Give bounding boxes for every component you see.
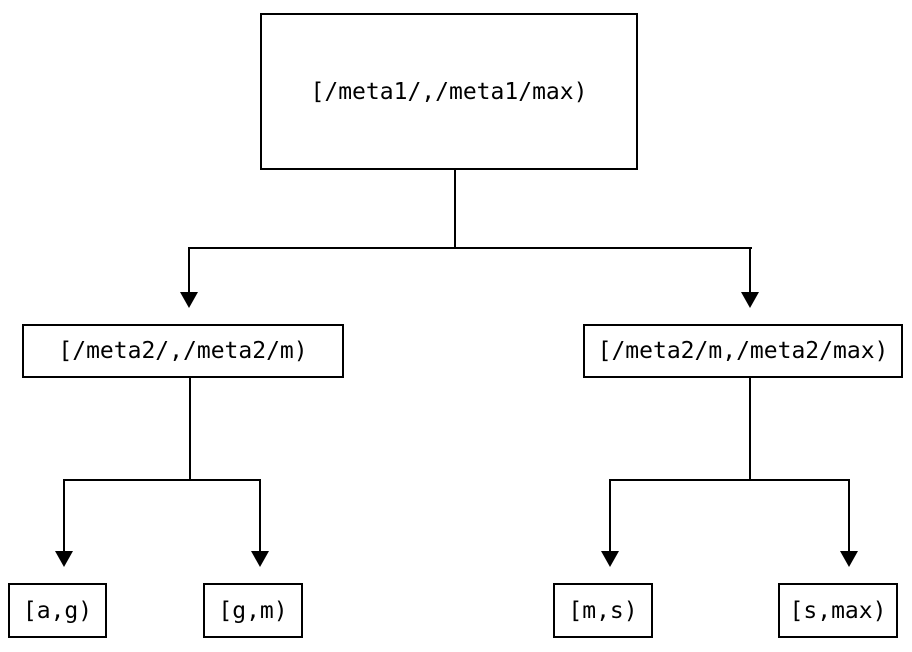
node-meta2-upper-range: [/meta2/m,/meta2/max) bbox=[583, 324, 903, 378]
edge-to-leaf-a-g bbox=[63, 479, 65, 552]
arrow-down-icon bbox=[180, 292, 198, 308]
arrow-down-icon bbox=[55, 551, 73, 567]
edge-right-child-stem bbox=[749, 377, 751, 480]
node-leaf-s-max: [s,max) bbox=[778, 583, 898, 638]
edge-left-child-stem bbox=[189, 377, 191, 480]
arrow-down-icon bbox=[601, 551, 619, 567]
node-leaf-g-m: [g,m) bbox=[203, 583, 303, 638]
arrow-down-icon bbox=[741, 292, 759, 308]
edge-right-branch-bar bbox=[609, 479, 850, 481]
node-root-meta1-range: [/meta1/,/meta1/max) bbox=[260, 13, 638, 170]
edge-root-to-right-child bbox=[749, 247, 751, 293]
edge-root-to-left-child bbox=[188, 247, 190, 293]
edge-to-leaf-g-m bbox=[259, 479, 261, 552]
node-leaf-m-s: [m,s) bbox=[553, 583, 653, 638]
edge-to-leaf-m-s bbox=[609, 479, 611, 552]
edge-root-branch-bar bbox=[188, 247, 752, 249]
node-leaf-a-g: [a,g) bbox=[8, 583, 107, 638]
arrow-down-icon bbox=[840, 551, 858, 567]
node-meta2-lower-range: [/meta2/,/meta2/m) bbox=[22, 324, 344, 378]
arrow-down-icon bbox=[251, 551, 269, 567]
edge-to-leaf-s-max bbox=[848, 479, 850, 552]
edge-left-branch-bar bbox=[63, 479, 261, 481]
edge-root-stem bbox=[454, 169, 456, 248]
